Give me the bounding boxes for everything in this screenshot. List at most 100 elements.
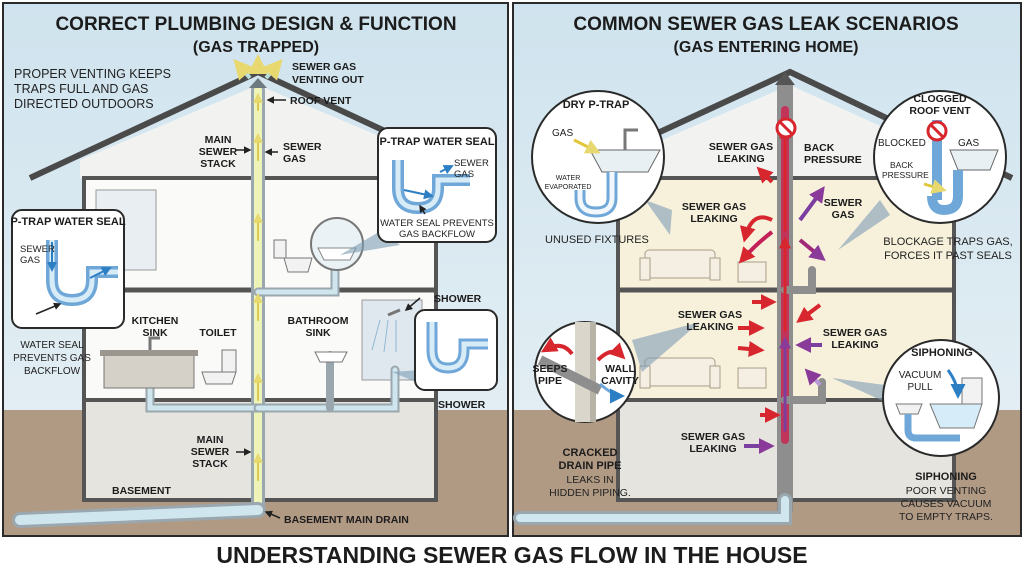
seeps-pipe-label-1: SEEPS bbox=[532, 363, 567, 375]
cracked-title-1: CRACKED bbox=[563, 447, 618, 459]
main-stack-bottom-label-3: STACK bbox=[192, 458, 228, 470]
main-stack-bottom-label-2: SEWER bbox=[191, 446, 230, 458]
vapor-arrow bbox=[233, 58, 255, 81]
basement-label: BASEMENT bbox=[112, 485, 172, 497]
right-subtitle: (GAS ENTERING HOME) bbox=[674, 39, 859, 56]
siphoning-title-2: SIPHONING bbox=[915, 471, 977, 483]
shower-icon bbox=[371, 308, 401, 353]
cracked-title-2: DRAIN PIPE bbox=[559, 460, 622, 472]
siphoning-callout bbox=[832, 339, 1000, 457]
side-table bbox=[737, 261, 767, 283]
vent-out-label-1: SEWER GAS bbox=[292, 61, 356, 73]
leaking-3-label-2: LEAKING bbox=[686, 321, 733, 333]
back-pressure-label-1: BACK bbox=[804, 142, 835, 154]
shower-label-top: SHOWER bbox=[434, 293, 482, 305]
sewer-gas-label-1: SEWER bbox=[283, 141, 322, 153]
sofa-icon bbox=[639, 357, 721, 389]
main-stack-top-label-2: SEWER bbox=[199, 146, 238, 158]
shower-trap-callout bbox=[392, 309, 498, 391]
clogged-vent-callout bbox=[838, 90, 1007, 250]
leaking-1-label-1: SEWER GAS bbox=[709, 141, 773, 153]
toilet-label: TOILET bbox=[199, 327, 237, 339]
kitchen-sink-label-1: KITCHEN bbox=[132, 315, 179, 327]
leaking-3-label-1: SEWER GAS bbox=[678, 309, 742, 321]
clogged-caption-2: FORCES IT PAST SEALS bbox=[884, 250, 1012, 262]
dry-ptrap-gas: GAS bbox=[552, 128, 573, 139]
blocked-icon bbox=[926, 120, 948, 142]
faucet-icon bbox=[623, 128, 638, 150]
main-stack-bottom-label-1: MAIN bbox=[197, 434, 224, 446]
vacuum-label-1: VACUUM bbox=[899, 370, 942, 381]
clogged-gas-label: GAS bbox=[958, 138, 979, 149]
kitchen-counter bbox=[100, 336, 198, 389]
right-sewer-gas-label-1: SEWER bbox=[824, 197, 863, 209]
left-subtitle: (GAS TRAPPED) bbox=[193, 39, 319, 56]
sofa-icon bbox=[639, 249, 721, 281]
dry-ptrap-title: DRY P-TRAP bbox=[563, 99, 630, 111]
wall-cavity-label-2: CAVITY bbox=[601, 375, 639, 387]
siphoning-caption-2: CAUSES VACUUM bbox=[901, 498, 992, 510]
clogged-caption-1: BLOCKAGE TRAPS GAS, bbox=[883, 236, 1012, 248]
cracked-caption-2: HIDDEN PIPING. bbox=[549, 487, 631, 499]
ptrap-right-title: P-TRAP WATER SEAL bbox=[379, 136, 494, 148]
clogged-back-label-1: BACK bbox=[890, 160, 913, 170]
vapor-arrow bbox=[261, 58, 283, 81]
ptrap-right-gas-2: GAS bbox=[454, 169, 474, 180]
left-title: CORRECT PLUMBING DESIGN & FUNCTION bbox=[55, 14, 456, 35]
side-table bbox=[737, 367, 767, 389]
upper-toilet-icon bbox=[273, 239, 313, 273]
kitchen-faucet-icon bbox=[148, 336, 160, 350]
leaking-5-label-1: SEWER GAS bbox=[681, 431, 745, 443]
clogged-blocked-label: BLOCKED bbox=[878, 138, 926, 149]
leaking-2-label-1: SEWER GAS bbox=[682, 201, 746, 213]
dry-ptrap-callout bbox=[531, 90, 672, 235]
right-sewer-gas-label-2: GAS bbox=[832, 209, 855, 221]
ptrap-left-gas-2: GAS bbox=[20, 255, 40, 266]
ptrap-right-caption-1: WATER SEAL PREVENTS bbox=[380, 218, 494, 229]
back-pressure-label-2: PRESSURE bbox=[804, 154, 862, 166]
left-plumbing bbox=[12, 83, 400, 528]
toilet-icon bbox=[201, 349, 237, 385]
right-plumbing bbox=[513, 77, 826, 525]
ptrap-right-caption-2: GAS BACKFLOW bbox=[399, 229, 475, 240]
dry-ptrap-water-1: WATER bbox=[556, 175, 581, 182]
leaking-5-label-2: LEAKING bbox=[689, 443, 736, 455]
siphoning-title: SIPHONING bbox=[911, 347, 973, 359]
roof-vent-cap bbox=[249, 78, 267, 88]
bathroom-sink-icon bbox=[314, 351, 348, 363]
kitchen-sink-label-2: SINK bbox=[142, 327, 168, 339]
left-leader-arrows bbox=[236, 96, 421, 519]
dry-ptrap-water-2: EVAPORATED bbox=[545, 184, 592, 191]
main-stack-top-label-1: MAIN bbox=[205, 134, 232, 146]
ptrap-right-gas-1: SEWER bbox=[454, 158, 489, 169]
leaking-4-label-1: SEWER GAS bbox=[823, 327, 887, 339]
leaking-1-label-2: LEAKING bbox=[717, 153, 764, 165]
ptrap-left-gas-1: SEWER bbox=[20, 244, 55, 255]
upper-sink-icon bbox=[310, 217, 364, 271]
ptrap-left-caption-3: BACKFLOW bbox=[24, 366, 81, 377]
left-panel: CORRECT PLUMBING DESIGN & FUNCTION (GAS … bbox=[2, 2, 509, 537]
right-panel: COMMON SEWER GAS LEAK SCENARIOS (GAS ENT… bbox=[512, 2, 1022, 537]
left-intro-line-2: TRAPS FULL AND GAS bbox=[14, 82, 148, 96]
leak-arrows bbox=[737, 166, 826, 454]
cracked-pipe-callout bbox=[534, 321, 700, 423]
dry-ptrap-caption: UNUSED FIXTURES bbox=[545, 234, 649, 246]
bathroom-sink-label-1: BATHROOM bbox=[287, 315, 348, 327]
right-title: COMMON SEWER GAS LEAK SCENARIOS bbox=[573, 14, 958, 35]
roof-vent-label: ROOF VENT bbox=[290, 95, 352, 107]
vacuum-label-2: PULL bbox=[907, 382, 932, 393]
seeps-pipe-label-2: PIPE bbox=[538, 375, 562, 387]
bathroom-sink-label-2: SINK bbox=[305, 327, 331, 339]
main-stack-top-label-3: STACK bbox=[200, 158, 236, 170]
ptrap-callout-left bbox=[11, 209, 125, 329]
cracked-caption-1: LEAKS IN bbox=[566, 474, 613, 486]
wall-cavity-label-1: WALL bbox=[605, 363, 635, 375]
siphoning-caption-3: TO EMPTY TRAPS. bbox=[899, 511, 993, 523]
left-intro-line-3: DIRECTED OUTDOORS bbox=[14, 97, 154, 111]
clogged-vent-title-1: CLOGGED bbox=[913, 93, 967, 105]
leaking-4-label-2: LEAKING bbox=[831, 339, 878, 351]
footer-title: UNDERSTANDING SEWER GAS FLOW IN THE HOUS… bbox=[216, 542, 807, 568]
leaking-2-label-2: LEAKING bbox=[690, 213, 737, 225]
ptrap-left-title: P-TRAP WATER SEAL bbox=[10, 216, 125, 228]
